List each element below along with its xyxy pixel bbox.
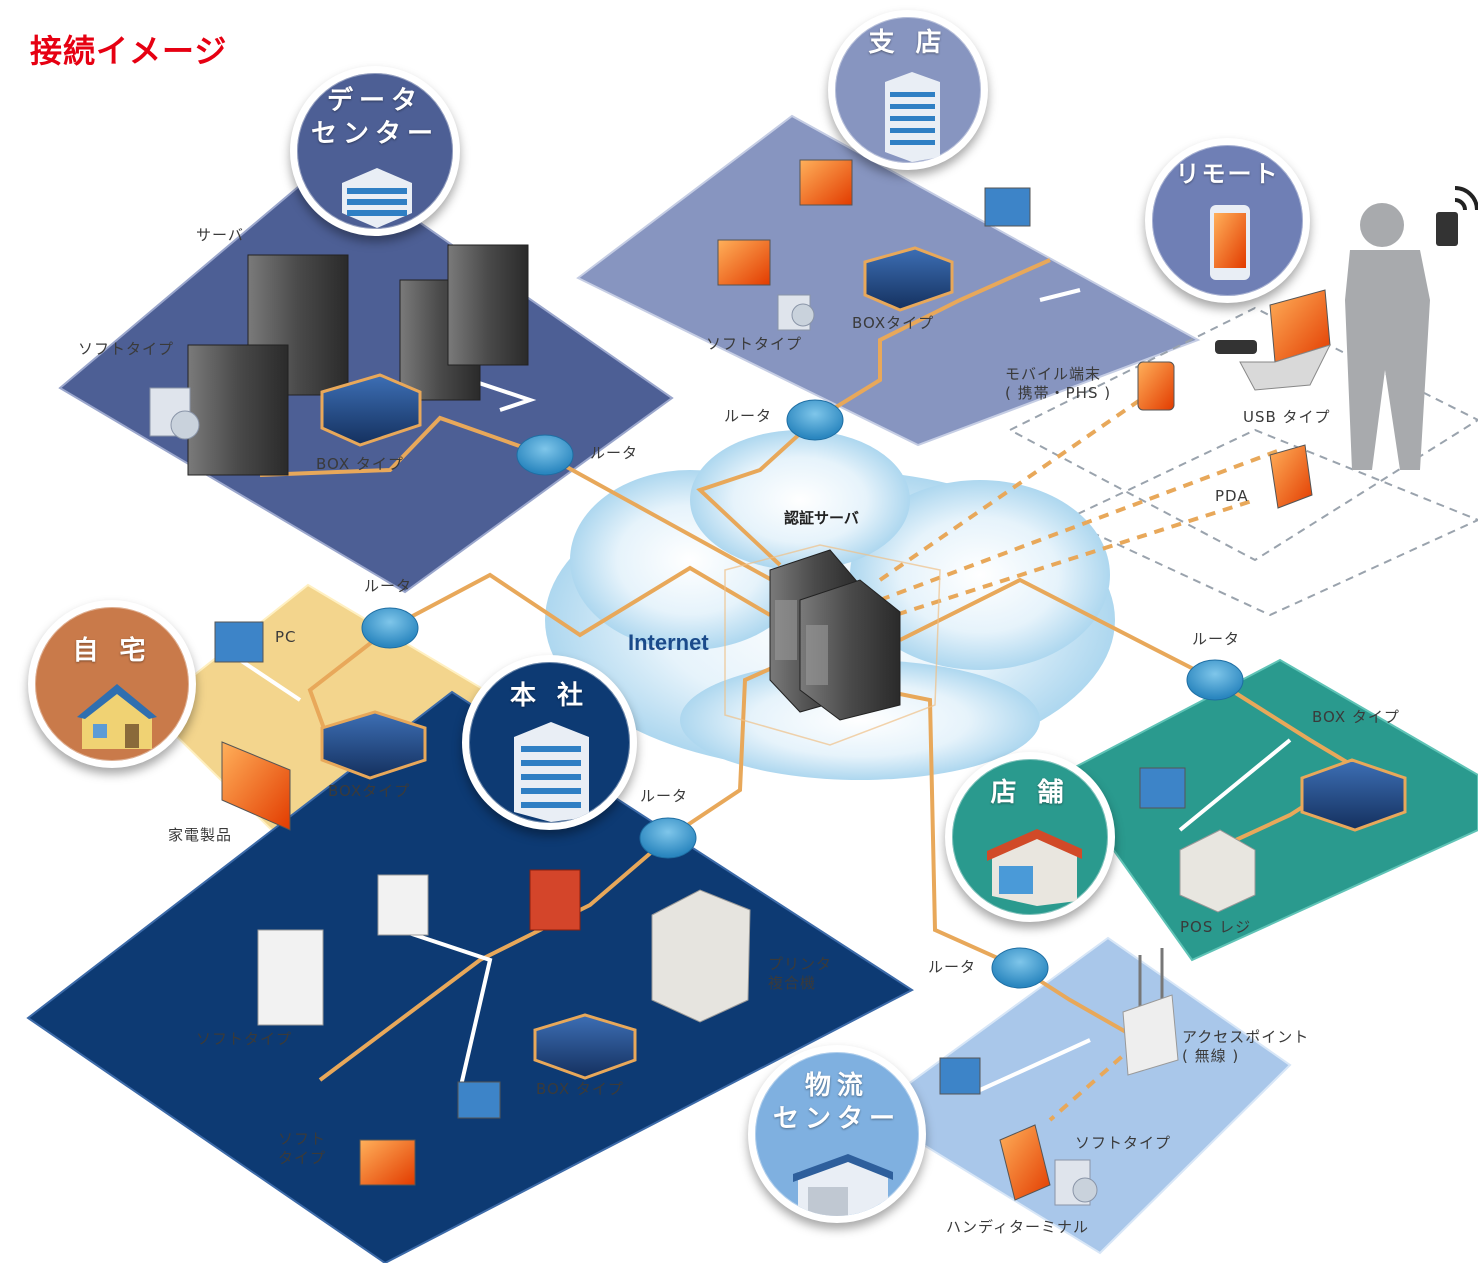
br-soft-icon: [777, 294, 815, 331]
hq-box-icon: [533, 1013, 637, 1080]
dc-box-icon: [320, 373, 422, 447]
hm-appliance-icon: [221, 741, 291, 831]
hm-router-label: ルータ: [364, 577, 413, 595]
hq-server-icon: [377, 874, 429, 936]
br-soft-label: ソフトタイプ: [706, 335, 803, 353]
branch-title: 支 店: [868, 28, 948, 58]
lg-ap-label: アクセスポイント ( 無線 ): [1182, 1028, 1310, 1065]
hq-pc-icon: [257, 929, 501, 1186]
lg-handy-label: ハンディターミナル: [946, 1218, 1089, 1236]
lg-ap-icon: [1122, 948, 1179, 1076]
hq-router-label: ルータ: [640, 787, 689, 805]
remote-zone: [1007, 306, 1478, 562]
house-icon: [77, 684, 157, 749]
rm-person-icon: [1345, 203, 1458, 470]
auth-server-icon: [724, 544, 941, 746]
st-pos-icon: [1179, 829, 1256, 913]
hm-box-icon: [320, 710, 427, 780]
home-title: 自 宅: [72, 636, 152, 666]
building-icon: [514, 722, 589, 822]
hq-firewall-icon: [529, 869, 581, 931]
wireless-links: [878, 398, 1281, 1122]
smartphone-icon: [1210, 205, 1250, 280]
network-links: [259, 258, 1364, 1082]
hq-printer-icon: [651, 889, 751, 1023]
hm-pc-label: PC: [275, 628, 297, 646]
hq-box-label: BOX タイプ: [536, 1080, 624, 1098]
datacenter-badge: データ センター: [290, 66, 460, 236]
hq-printer-label: プリンタ 複合機: [768, 955, 833, 992]
dc-box-label: BOX タイプ: [316, 455, 404, 473]
rm-usb-laptop-icon: [1215, 289, 1331, 391]
lg-handy-icon: [999, 1124, 1051, 1201]
st-pos-label: POS レジ: [1180, 918, 1252, 936]
lg-soft-icon: [1054, 1159, 1098, 1206]
lg-pc-icon: [939, 1057, 981, 1095]
hm-appliance-label: 家電製品: [168, 826, 233, 844]
dc-soft-label: ソフトタイプ: [78, 340, 175, 358]
warehouse-icon: [793, 1154, 893, 1216]
internet-label: Internet: [628, 630, 709, 655]
dc-soft-icon: [149, 387, 200, 440]
br-box-icon: [863, 246, 954, 312]
hm-pc-icon: [214, 621, 264, 663]
logistics-badge: 物流 センター: [748, 1045, 926, 1223]
logistics-title: 物流 センター: [772, 1071, 901, 1134]
store-title: 店 舗: [990, 778, 1070, 808]
auth-server-label: 認証サーバ: [784, 509, 859, 527]
st-box-icon: [1300, 758, 1407, 832]
br-pc-icons: [717, 159, 1031, 286]
br-box-label: BOXタイプ: [852, 314, 935, 332]
lg-router-label: ルータ: [928, 958, 977, 976]
remote-zone-2: [1062, 428, 1478, 617]
store-badge: 店 舗: [945, 752, 1115, 922]
remote-title: リモート: [1175, 160, 1280, 188]
remote-badge: リモート: [1145, 138, 1310, 303]
shop-icon: [987, 829, 1082, 906]
lan-links: [238, 288, 1292, 1092]
rm-pda-icon: [1269, 444, 1313, 509]
headquarters-title: 本 社: [509, 681, 590, 711]
hq-soft2-label: ソフト タイプ: [278, 1130, 327, 1167]
headquarters-platform: [26, 690, 914, 1263]
rm-wifi-icon: [1454, 186, 1478, 211]
router-icons: [361, 399, 1244, 989]
page-title: 接続イメージ: [30, 32, 228, 70]
st-router-label: ルータ: [1192, 630, 1241, 648]
home-badge: 自 宅: [28, 600, 196, 768]
datacenter-platform: [58, 158, 674, 594]
br-router-label: ルータ: [724, 407, 773, 425]
st-box-label: BOX タイプ: [1312, 708, 1400, 726]
dc-router-label: ルータ: [590, 444, 639, 462]
dc-server-icons: [187, 244, 529, 476]
datacenter-title: データ センター: [310, 86, 439, 149]
rm-usb-label: USB タイプ: [1243, 408, 1331, 426]
dc-server-label: サーバ: [196, 226, 244, 244]
rm-mobile-icon: [1137, 361, 1175, 411]
building-icon: [342, 168, 412, 228]
rm-mobile-label: モバイル端末 ( 携帯・PHS ): [1005, 365, 1112, 402]
rm-pda-label: PDA: [1215, 487, 1249, 505]
branch-badge: 支 店: [828, 10, 988, 170]
hq-soft1-label: ソフトタイプ: [196, 1030, 293, 1048]
st-pc-icon: [1139, 767, 1186, 809]
store-platform: [1058, 658, 1478, 962]
building-icon: [885, 72, 940, 162]
hm-box-label: BOXタイプ: [328, 782, 411, 800]
headquarters-badge: 本 社: [462, 655, 637, 830]
lg-soft-label: ソフトタイプ: [1075, 1134, 1172, 1152]
